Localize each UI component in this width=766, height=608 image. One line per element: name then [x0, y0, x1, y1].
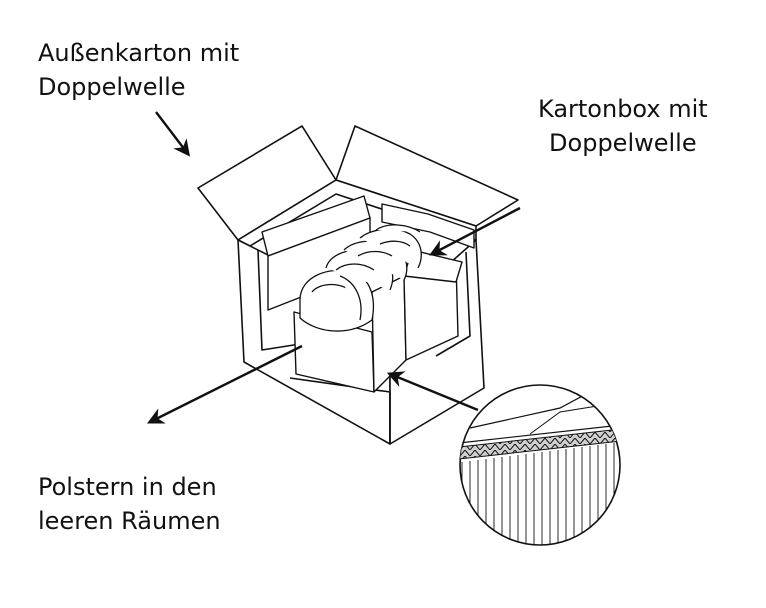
outer-box-inner-wall: [257, 249, 301, 351]
product-item-icon: [299, 269, 375, 332]
magnifier-circle-icon: [459, 384, 621, 546]
label-padding-line1: Polstern in den: [38, 473, 217, 501]
arrow-icon: [386, 371, 479, 412]
label-padding-line2: leeren Räumen: [38, 507, 221, 535]
label-outer-box-line1: Außenkarton mit: [38, 39, 240, 67]
corrugated-cardboard-icon: [460, 387, 620, 545]
label-outer-box-line2: Doppelwelle: [38, 73, 186, 101]
arrow-icon: [146, 344, 303, 424]
product-items: [299, 224, 422, 332]
padding-block-right-back: [381, 203, 475, 249]
inner-box: [261, 195, 475, 393]
label-inner-box: Kartonbox mit Doppelwelle: [538, 92, 708, 160]
label-outer-box: Außenkarton mit Doppelwelle: [38, 36, 239, 104]
label-inner-box-line2: Doppelwelle: [549, 129, 697, 157]
label-padding: Polstern in den leeren Räumen: [38, 470, 221, 538]
arrow-icon: [155, 111, 191, 157]
arrow-icon: [429, 206, 521, 256]
label-inner-box-line1: Kartonbox mit: [538, 95, 708, 123]
